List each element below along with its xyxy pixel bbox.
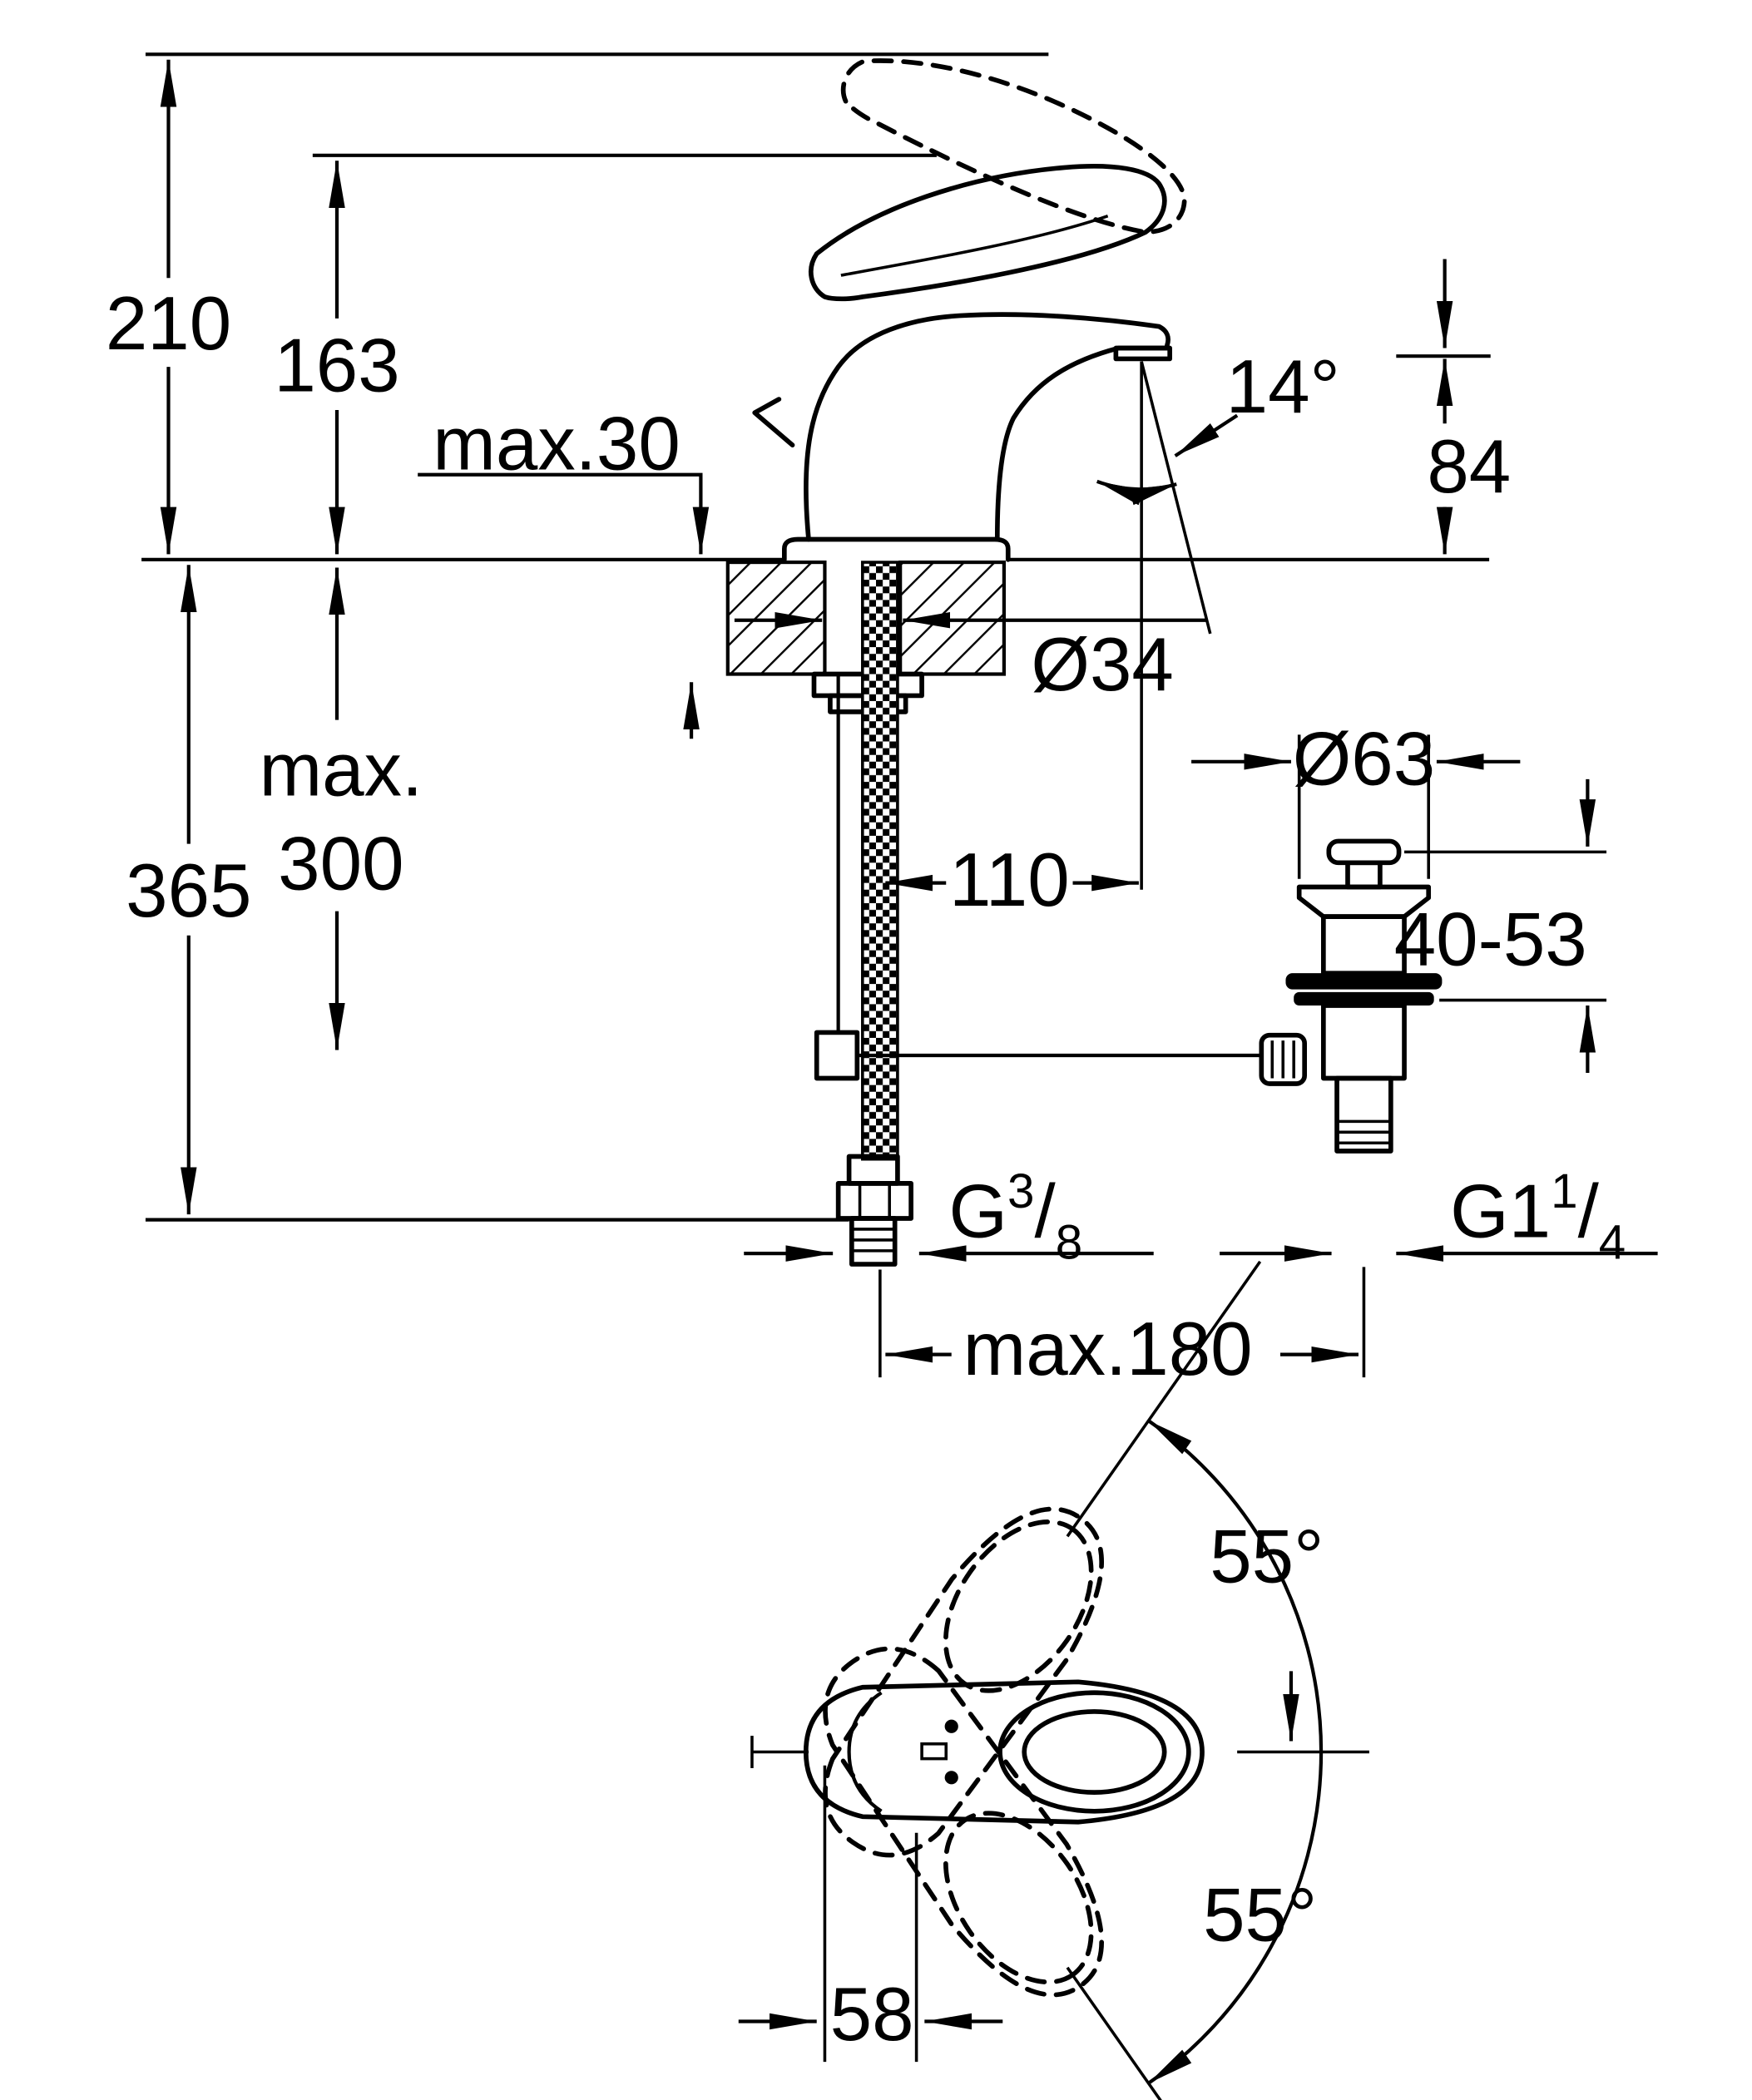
dim-overall-height-label: 210 (106, 282, 231, 366)
dimension-lines-side-view (145, 52, 1658, 1378)
dim-swivel-upper-label: 55° (1210, 1514, 1324, 1598)
supply-thread-base: G (948, 1170, 1007, 1254)
faucet-base-plate (782, 536, 1011, 562)
braided-hose (861, 561, 899, 1161)
dim-deck-thickness-label: max.30 (433, 402, 681, 486)
handle-dot (944, 1771, 958, 1785)
counter-hatch-right (898, 560, 1007, 676)
dimension-labels: 210 163 max.30 14° 84 Ø34 Ø63 max. 300 3… (106, 282, 1626, 2057)
dim-handle-height-label: 163 (274, 324, 399, 408)
waste-thread-denominator: 4 (1599, 1216, 1626, 1270)
dim-spout-reach-label: 110 (949, 838, 1070, 922)
pop-up-drain-assembly (1259, 838, 1443, 1154)
drain-knob (1326, 838, 1402, 866)
drain-tail-pipe (1334, 1075, 1393, 1154)
supply-thread-slash: / (1034, 1170, 1056, 1254)
drain-knob-stem (1345, 860, 1383, 890)
faucet-side-view (752, 58, 1187, 562)
dim-below-deck-depth-label: 365 (126, 849, 251, 933)
supply-thread-numerator: 3 (1007, 1164, 1034, 1218)
drain-side-knob (1259, 1032, 1307, 1086)
handle-lever-open-position (840, 58, 1187, 235)
spout-angle-arc (1096, 479, 1177, 506)
waste-thread-slash: / (1578, 1170, 1600, 1254)
handle-lever (809, 164, 1167, 302)
swing-radial-upper (1066, 1260, 1262, 1538)
supply-hose-assembly (814, 561, 1262, 1267)
waste-thread-numerator: 1 (1551, 1164, 1577, 1218)
dim-waste-flange-diameter-label: Ø63 (1293, 717, 1435, 801)
dim-hole-diameter-label: Ø34 (1031, 623, 1173, 707)
waste-thread-base: G1 (1450, 1170, 1551, 1254)
drain-upper-body (1321, 914, 1407, 976)
handle-dot (944, 1719, 958, 1733)
drain-seal-ring-1 (1285, 973, 1443, 990)
handle-top-view (738, 1260, 1369, 2100)
pop-up-rod-hook (752, 397, 795, 447)
handle-logo-plate (920, 1742, 948, 1761)
dim-waste-thread-label: G11/4 (1450, 1164, 1626, 1270)
countertop-section (141, 557, 1490, 714)
supply-thread-denominator: 8 (1056, 1216, 1082, 1270)
dim-spout-height-label: 84 (1427, 425, 1511, 509)
counter-hatch-left (725, 560, 827, 676)
handle-loop-inner (1022, 1709, 1167, 1795)
dim-max-distance-label: max.180 (963, 1307, 1253, 1391)
hose-nut (835, 1181, 913, 1221)
dim-max30-top (418, 472, 710, 555)
rod-clamp (814, 1030, 860, 1081)
swing-arc (1147, 1419, 1324, 2085)
drain-seal-ring-2 (1294, 991, 1434, 1006)
spout-aerator (1113, 345, 1172, 362)
swing-radial-lower (1066, 1966, 1162, 2100)
dim-rod-max-value-label: 300 (278, 823, 403, 907)
spout-angle-line (1140, 361, 1212, 635)
spout-angle-leader (1174, 413, 1239, 457)
dim-spout-angle-label: 14° (1226, 345, 1340, 429)
handle-accent-line (840, 215, 1109, 277)
dim-waste-clamp-range-label: 40-53 (1394, 897, 1587, 981)
dim-handle-offset-label: 58 (830, 1973, 914, 2057)
dim-swivel-lower-label: 55° (1203, 1873, 1317, 1957)
drain-lower-body (1321, 1003, 1407, 1081)
dim-rod-max-word-label: max. (260, 728, 423, 812)
faucet-body-spout (804, 312, 1170, 542)
dim-supply-thread-label: G3/8 (948, 1164, 1082, 1270)
